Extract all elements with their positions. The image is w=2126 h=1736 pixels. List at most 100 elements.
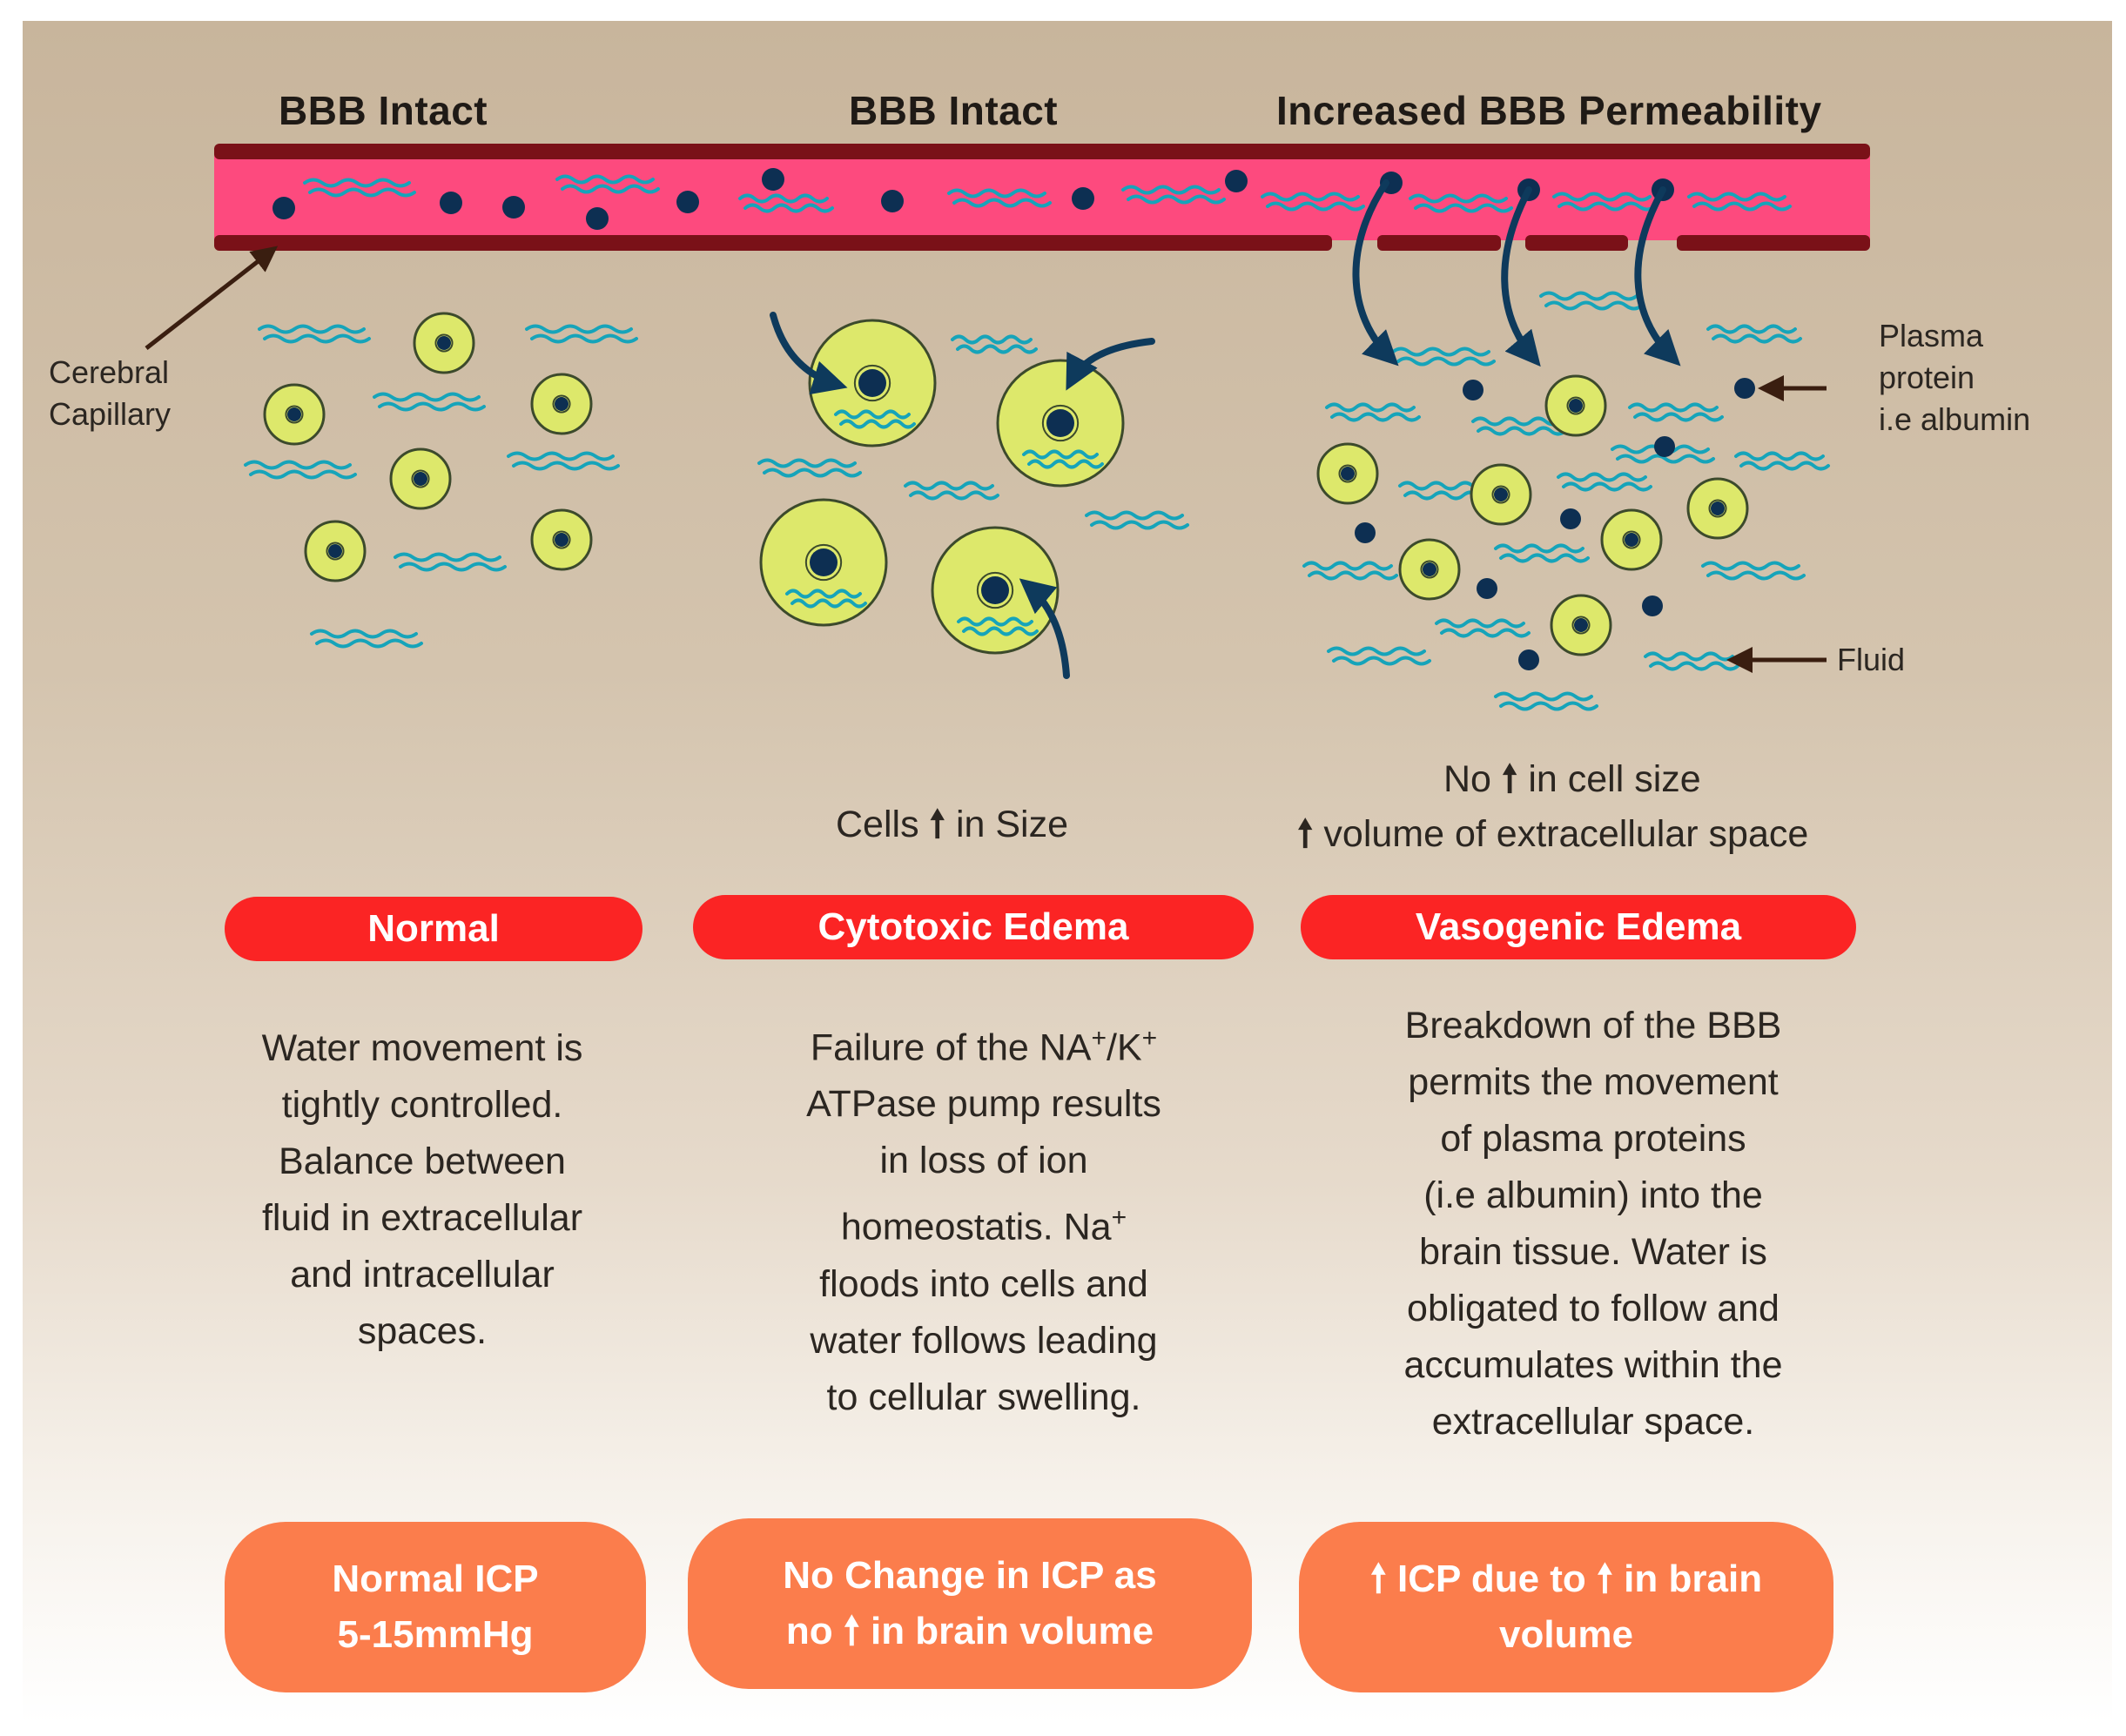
fluid-wave-line xyxy=(834,409,911,420)
capillary-bottom-wall-segment xyxy=(214,235,1332,251)
fluid-wave-line xyxy=(1327,646,1426,656)
normal-description: Water movement is tightly controlled. Ba… xyxy=(192,1020,653,1360)
cell-nucleus xyxy=(810,548,838,576)
cell-nucleus-ring xyxy=(434,333,454,353)
cell-nucleus xyxy=(1341,467,1355,481)
fluid-wave xyxy=(555,174,660,194)
fluid-wave xyxy=(1687,192,1792,212)
fluid-wave-line xyxy=(1261,192,1360,202)
cell-nucleus xyxy=(414,472,427,486)
fluid-wave xyxy=(951,334,1038,354)
fluid-wave-line xyxy=(962,626,1039,636)
fluid-wave-line xyxy=(394,552,501,562)
cytotoxic-size-note-text: in Size xyxy=(955,804,1069,845)
capillary-pointer-arrow xyxy=(145,246,279,350)
cell-nucleus-ring xyxy=(804,543,843,582)
cell-nucleus xyxy=(555,533,569,547)
brain-cell xyxy=(1398,538,1461,601)
increase-arrow-icon: 🠕 xyxy=(1369,1558,1387,1600)
brain-cell xyxy=(1550,594,1612,656)
fluid-wave-line xyxy=(530,333,638,344)
cytotoxic-icp-line: No Change in ICP as xyxy=(783,1554,1157,1597)
fluid-wave xyxy=(757,458,862,478)
fluid-wave-line xyxy=(1027,459,1104,469)
cell-nucleus-ring xyxy=(326,542,345,561)
plasma-protein-dot xyxy=(1463,380,1483,400)
fluid-wave-line xyxy=(791,598,867,609)
fluid-wave-line xyxy=(1687,192,1786,202)
vasogenic-description-line: obligated to follow and xyxy=(1407,1288,1780,1329)
influx-arrow xyxy=(770,312,848,395)
fluid-wave-line xyxy=(244,460,352,470)
fluid-wave-line xyxy=(1494,543,1584,554)
cytotoxic-description-line: Failure of the NA+/K+ xyxy=(749,1010,1219,1076)
vasogenic-edema-label-pill: Vasogenic Edema xyxy=(1301,895,1856,959)
fluid-wave xyxy=(947,188,1052,208)
fluid-wave-line xyxy=(1332,656,1431,666)
plasma-protein-dot xyxy=(1355,522,1376,543)
fluid-wave-line xyxy=(507,451,615,461)
cell-nucleus-ring xyxy=(1041,404,1080,442)
fluid-wave xyxy=(1494,543,1590,563)
fluid-wave-line xyxy=(249,469,357,480)
cytotoxic-influx-arrows xyxy=(770,312,1155,679)
fluid-wave-line xyxy=(1325,402,1416,413)
brain-cells xyxy=(263,312,1749,656)
fluid-wave-line xyxy=(512,461,620,471)
cytotoxic-description-line: ATPase pump results xyxy=(806,1083,1161,1126)
vasogenic-description: Breakdown of the BBB permits the movemen… xyxy=(1341,998,1846,1450)
vasogenic-size-note: No 🠕 in cell size xyxy=(1443,752,1701,816)
cell-nucleus xyxy=(1574,618,1588,632)
cell-nucleus-ring xyxy=(976,571,1014,609)
vasogenic-icp-line: volume xyxy=(1498,1613,1634,1656)
brain-cell xyxy=(1316,442,1379,505)
vasogenic-description-line: extracellular space. xyxy=(1431,1401,1755,1443)
leak-arrow xyxy=(1352,179,1399,367)
plasma-protein-dot xyxy=(586,207,609,230)
fluid-wave xyxy=(1494,691,1598,711)
increase-arrow-icon: 🠕 xyxy=(1501,758,1518,800)
normal-icp-box: Normal ICP 5-15mmHg xyxy=(225,1522,646,1692)
cytotoxic-description-line: homeostatis. Na+ xyxy=(749,1189,1219,1255)
cell-nucleus-ring xyxy=(1491,485,1510,504)
vasogenic-icp-text: ICP due to xyxy=(1397,1558,1586,1600)
fluid-wave-line xyxy=(1562,481,1652,492)
fluid-wave xyxy=(1302,561,1398,581)
plasma-protein-dot xyxy=(881,190,904,212)
cytotoxic-size-note-text: Cells xyxy=(836,804,919,845)
vasogenic-size-note-text: No xyxy=(1443,758,1491,800)
normal-description-line: spaces. xyxy=(357,1310,488,1352)
fluid-wave-line xyxy=(1396,356,1496,367)
fluid-wave xyxy=(525,324,638,344)
vessel-fluid-waves xyxy=(303,174,1792,213)
cytotoxic-size-note: Cells 🠕 in Size xyxy=(836,797,1068,861)
fluid-wave xyxy=(1471,416,1567,436)
fluid-wave xyxy=(1409,193,1513,213)
brain-cell xyxy=(996,359,1125,488)
fluid-wave-line xyxy=(947,188,1046,198)
fluid-wave-line xyxy=(315,638,423,649)
plasma-protein-label-line: i.e albumin xyxy=(1879,401,2031,437)
fluid-wave-line xyxy=(957,616,1033,627)
fluid-wave-line xyxy=(1302,561,1393,571)
fluid-wave-line xyxy=(555,174,655,185)
cell-nucleus xyxy=(1423,562,1436,576)
fluid-wave-line xyxy=(757,458,857,468)
fluid-wave-line xyxy=(1739,461,1830,471)
fluid-wave-line xyxy=(1616,454,1715,464)
plasma-protein-dot xyxy=(1642,595,1663,616)
vasogenic-leak-arrows xyxy=(1352,179,1681,367)
cytotoxic-text: Failure of the NA xyxy=(810,1026,1092,1069)
fluid-wave-line xyxy=(1308,570,1398,581)
cytotoxic-superscript: + xyxy=(1111,1203,1127,1233)
cell-nucleus xyxy=(287,407,301,421)
cell-nucleus-ring xyxy=(411,469,430,488)
fluid-wave-line xyxy=(1552,192,1652,202)
fluid-wave-line xyxy=(1712,333,1802,344)
cell-nucleus-ring xyxy=(1571,616,1591,635)
header-cytotoxic-bbb-intact: BBB Intact xyxy=(849,88,1059,133)
cell-nucleus xyxy=(1046,409,1074,437)
plasma-protein-label-line: protein xyxy=(1879,360,1975,395)
brain-cell xyxy=(1470,463,1532,526)
normal-description-line: Balance between xyxy=(279,1141,566,1182)
